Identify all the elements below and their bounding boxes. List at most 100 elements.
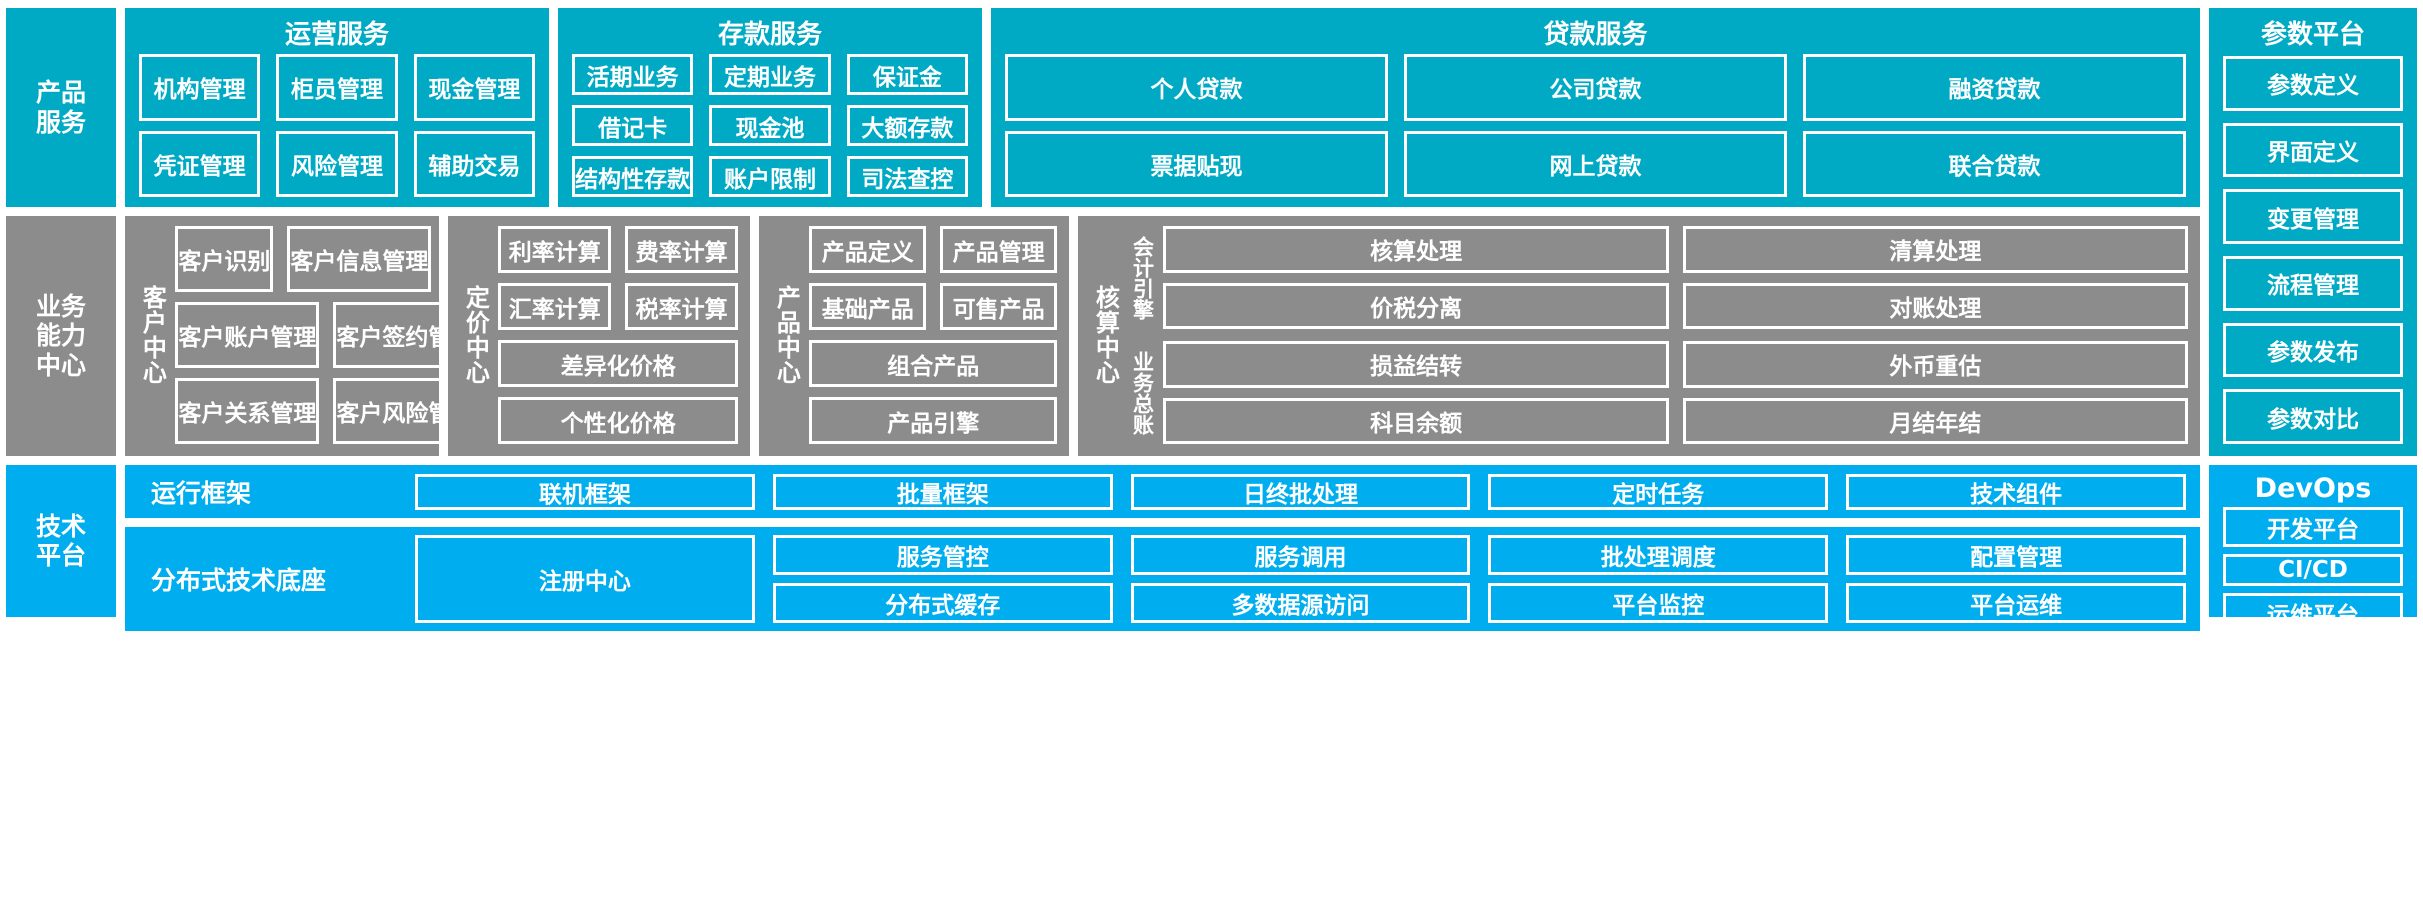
accounting-sub-label-engine: 会计引擎 — [1130, 235, 1155, 320]
service-chip[interactable]: 大额存款 — [846, 105, 968, 146]
capability-chip[interactable]: 利率计算 — [498, 226, 612, 273]
tech-chip[interactable]: 平台运维 — [1846, 583, 2186, 623]
tech-chip[interactable]: 日终批处理 — [1130, 473, 1471, 510]
service-row: 个人贷款 公司贷款 融资贷款 — [1005, 54, 2186, 121]
center-row: 组合产品 — [809, 340, 1057, 387]
service-chip[interactable]: 网上贷款 — [1404, 130, 1787, 197]
tech-chip[interactable]: 技术组件 — [1846, 473, 2186, 510]
center-row: 客户识别 客户信息管理 — [175, 226, 432, 292]
capability-chip[interactable]: 产品定义 — [809, 226, 927, 273]
capability-chip[interactable]: 外币重估 — [1682, 341, 2189, 388]
capability-chip[interactable]: 核算处理 — [1163, 226, 1669, 273]
tech-chip[interactable]: 平台监控 — [1488, 583, 1829, 623]
service-chip[interactable]: 融资贷款 — [1803, 54, 2186, 121]
center-row: 产品引擎 — [809, 397, 1057, 444]
center-row: 核算处理 清算处理 — [1163, 226, 2189, 273]
service-chip[interactable]: 定期业务 — [709, 54, 831, 95]
capability-chip[interactable]: 客户信息管理 — [287, 226, 432, 292]
service-chip[interactable]: 保证金 — [846, 54, 968, 95]
layer-label-line-2: 能力 — [35, 321, 86, 351]
business-capability-band: 业务 能力 中心 客户中心 客户识别 客户信息管理 — [6, 216, 2200, 456]
devops-chip[interactable]: CI/CD — [2223, 554, 2403, 586]
tech-chip[interactable]: 注册中心 — [415, 535, 755, 623]
service-group-title: 贷款服务 — [1543, 20, 1648, 50]
capability-chip[interactable]: 个性化价格 — [498, 397, 738, 444]
devops-title: DevOps — [2254, 473, 2372, 504]
center-row: 差异化价格 — [498, 340, 738, 387]
capability-chip[interactable]: 价税分离 — [1163, 282, 1669, 329]
capability-chip[interactable]: 损益结转 — [1163, 341, 1669, 388]
tech-chip[interactable]: 多数据源访问 — [1130, 583, 1471, 623]
service-chip[interactable]: 联合贷款 — [1803, 130, 2186, 197]
capability-chip[interactable]: 产品引擎 — [809, 397, 1057, 444]
service-chip[interactable]: 活期业务 — [572, 54, 694, 95]
service-group-operations: 运营服务 机构管理 柜员管理 现金管理 凭证管理 风险管理 辅助交易 — [125, 8, 549, 207]
tech-chip[interactable]: 分布式缓存 — [772, 583, 1113, 623]
service-chip[interactable]: 结构性存款 — [572, 156, 694, 197]
service-chip[interactable]: 辅助交易 — [413, 130, 535, 197]
center-row: 汇率计算 税率计算 — [498, 283, 739, 330]
service-row: 活期业务 定期业务 保证金 — [572, 54, 968, 95]
tech-chip[interactable]: 定时任务 — [1488, 473, 1829, 510]
tech-chip[interactable]: 服务管控 — [772, 535, 1113, 575]
center-row: 科目余额 月结年结 — [1163, 397, 2189, 444]
tech-chip[interactable]: 批处理调度 — [1488, 535, 1829, 575]
service-group-deposit: 存款服务 活期业务 定期业务 保证金 借记卡 现金池 大额存款 — [558, 8, 982, 207]
center-row: 价税分离 对账处理 — [1163, 282, 2189, 329]
capability-chip[interactable]: 可售产品 — [940, 283, 1058, 330]
capability-chip[interactable]: 费率计算 — [625, 226, 739, 273]
param-chip[interactable]: 流程管理 — [2223, 256, 2403, 311]
center-row: 客户关系管理 客户风险管理 — [175, 378, 478, 444]
service-group-title: 存款服务 — [717, 20, 822, 50]
param-chip[interactable]: 变更管理 — [2223, 189, 2403, 245]
tech-chip[interactable]: 配置管理 — [1846, 535, 2186, 575]
param-platform-title: 参数平台 — [2260, 20, 2365, 50]
capability-chip[interactable]: 清算处理 — [1682, 226, 2189, 273]
capability-chip[interactable]: 组合产品 — [809, 340, 1057, 387]
service-chip[interactable]: 风险管理 — [276, 130, 398, 197]
accounting-sub-label-ledger: 业务总账 — [1130, 350, 1155, 435]
service-chip[interactable]: 现金管理 — [413, 54, 535, 121]
param-chip[interactable]: 参数发布 — [2223, 322, 2403, 378]
service-chip[interactable]: 个人贷款 — [1005, 54, 1388, 121]
param-platform-column: 参数平台 参数定义 界面定义 变更管理 流程管理 参数发布 参数对比 — [2209, 8, 2417, 456]
capability-chip[interactable]: 差异化价格 — [498, 340, 738, 387]
service-row: 结构性存款 账户限制 司法查控 — [572, 156, 968, 197]
capability-chip[interactable]: 汇率计算 — [498, 283, 612, 330]
tech-chip[interactable]: 联机框架 — [415, 473, 755, 510]
service-chip[interactable]: 现金池 — [709, 105, 831, 146]
service-chip[interactable]: 司法查控 — [846, 156, 968, 197]
service-chip[interactable]: 账户限制 — [709, 156, 831, 197]
capability-chip[interactable]: 客户账户管理 — [175, 302, 320, 368]
service-chip[interactable]: 票据贴现 — [1005, 130, 1388, 197]
capability-chip[interactable]: 客户识别 — [175, 226, 274, 292]
tech-row-label: 分布式技术底座 — [151, 566, 327, 595]
capability-chip[interactable]: 月结年结 — [1682, 397, 2189, 444]
service-chip[interactable]: 公司贷款 — [1404, 54, 1787, 121]
tech-cell: 注册中心 — [415, 535, 755, 623]
tech-chip[interactable]: 批量框架 — [772, 473, 1113, 510]
devops-chip[interactable]: 开发平台 — [2223, 507, 2403, 547]
product-service-band: 产品 服务 运营服务 机构管理 柜员管理 现金管理 凭证管理 — [6, 8, 2200, 207]
devops-chip[interactable]: 运维平台 — [2223, 593, 2403, 633]
center-label-accounting: 核算中心 — [1091, 285, 1120, 385]
service-group-loan: 贷款服务 个人贷款 公司贷款 融资贷款 票据贴现 网上贷款 联合贷款 — [991, 8, 2200, 207]
service-chip[interactable]: 借记卡 — [572, 105, 694, 146]
tech-platform-band: 技术 平台 运行框架 联机框架 批量框架 日终批处理 定时任务 技术组件 分布式… — [6, 465, 2417, 633]
capability-chip[interactable]: 税率计算 — [625, 283, 739, 330]
tech-cell: 服务管控 分布式缓存 — [772, 535, 1113, 623]
tech-chip[interactable]: 服务调用 — [1130, 535, 1471, 575]
capability-chip[interactable]: 对账处理 — [1682, 282, 2189, 329]
service-chip[interactable]: 机构管理 — [139, 54, 261, 121]
param-chip[interactable]: 参数对比 — [2223, 389, 2403, 445]
service-chip[interactable]: 凭证管理 — [139, 130, 261, 197]
service-chip[interactable]: 柜员管理 — [276, 54, 398, 121]
capability-chip[interactable]: 科目余额 — [1163, 397, 1669, 444]
param-chip[interactable]: 参数定义 — [2223, 56, 2403, 111]
capability-chip[interactable]: 产品管理 — [940, 226, 1058, 273]
center-group-pricing: 定价中心 利率计算 费率计算 汇率计算 税率计算 差异化价格 — [448, 216, 750, 456]
capability-chip[interactable]: 基础产品 — [809, 283, 927, 330]
param-chip[interactable]: 界面定义 — [2223, 122, 2403, 178]
service-row: 借记卡 现金池 大额存款 — [572, 105, 968, 146]
capability-chip[interactable]: 客户关系管理 — [175, 378, 320, 444]
